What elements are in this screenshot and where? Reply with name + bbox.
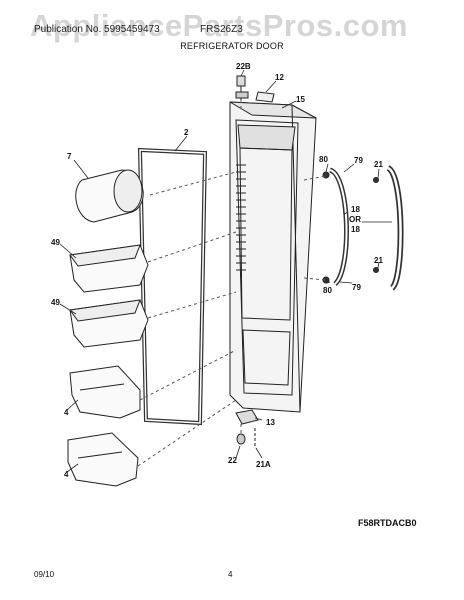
door-shell (229, 101, 317, 413)
callout-4-lower: 4 (64, 470, 69, 479)
door-bin-upper (69, 244, 149, 293)
bottom-hinge (235, 409, 259, 448)
door-shelf-upper (69, 365, 141, 419)
callout-79-lower: 79 (352, 283, 361, 292)
callout-7: 7 (67, 152, 72, 161)
callout-80-lower: 80 (323, 286, 332, 295)
door-handles (322, 165, 404, 291)
callout-21-lower: 21 (374, 256, 383, 265)
door-bin-lower (69, 299, 149, 348)
callout-80-upper: 80 (319, 155, 328, 164)
section-title: REFRIGERATOR DOOR (180, 41, 284, 51)
footer-date: 09/10 (34, 570, 55, 579)
callout-4-upper: 4 (64, 408, 69, 417)
footer-page-number: 4 (228, 570, 233, 579)
callout-49-lower: 49 (51, 298, 60, 307)
callout-22b: 22B (236, 62, 251, 71)
callout-15: 15 (296, 95, 305, 104)
dairy-door (75, 169, 144, 223)
callout-or: OR (349, 215, 361, 224)
callout-18-upper: 18 (351, 205, 360, 214)
callout-18-lower: 18 (351, 225, 360, 234)
assembly-lines (137, 100, 327, 467)
callout-49-upper: 49 (51, 238, 60, 247)
callout-21-upper: 21 (374, 160, 383, 169)
callout-21a: 21A (256, 460, 271, 469)
callout-12: 12 (275, 73, 284, 82)
publication-number: Publication No. 5995459473 (34, 24, 160, 35)
callout-2: 2 (184, 128, 189, 137)
figure-reference: F58RTDACB0 (358, 518, 417, 528)
model-number: FRS26Z3 (200, 24, 243, 35)
callout-22: 22 (228, 456, 237, 465)
callout-13: 13 (266, 418, 275, 427)
leader-lines (59, 69, 392, 473)
door-gasket (137, 147, 208, 426)
callout-79-upper: 79 (354, 156, 363, 165)
door-shelf-lower (67, 432, 139, 487)
